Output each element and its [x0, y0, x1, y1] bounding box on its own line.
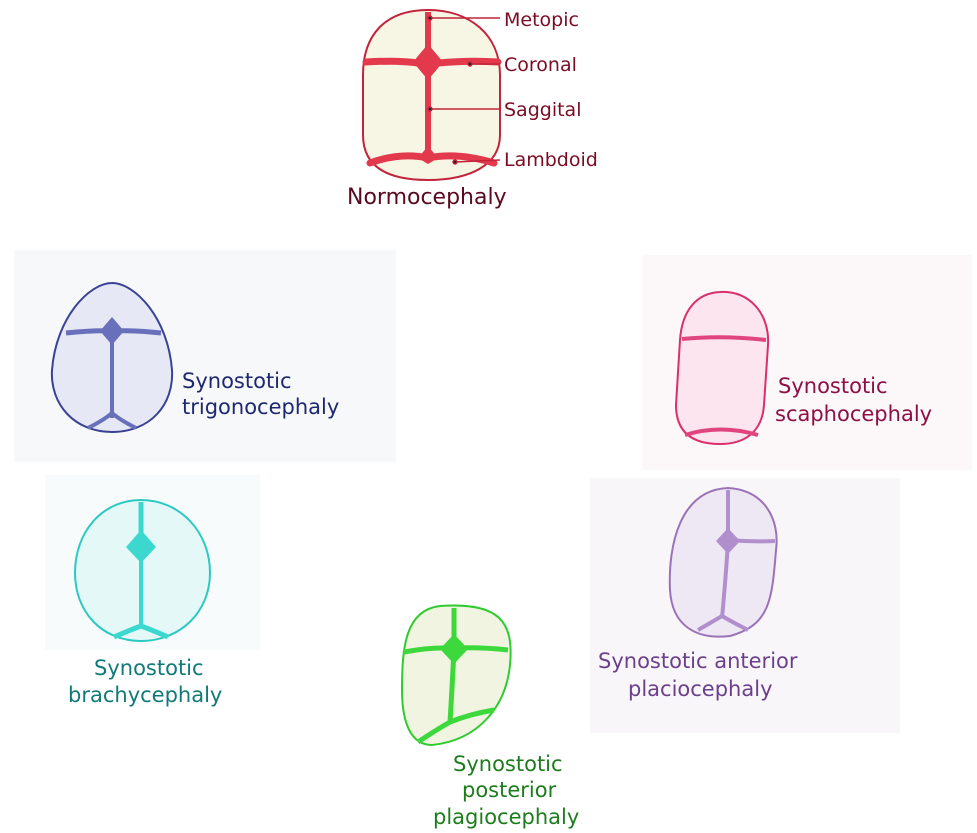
anterior-plagiocephaly-panel: Synostotic anterior placiocephaly	[590, 478, 900, 733]
brachycephaly-label-line2: brachycephaly	[68, 683, 222, 707]
brachycephaly-panel: Synostotic brachycephaly	[45, 475, 260, 707]
anterior-plagiocephaly-label-line1: Synostotic anterior	[598, 649, 798, 673]
brachycephaly-label-line1: Synostotic	[94, 656, 204, 680]
saggital-label: Saggital	[504, 99, 581, 121]
scaphocephaly-label-line1: Synostotic	[778, 374, 888, 398]
trigonocephaly-panel: Synostotic trigonocephaly	[14, 250, 396, 462]
posterior-plagiocephaly-label-line2: posterior	[462, 778, 557, 802]
posterior-plagiocephaly-label-line3: plagiocephaly	[433, 805, 579, 829]
normocephaly-title: Normocephaly	[347, 185, 507, 210]
scaphocephaly-skull-outline	[676, 292, 768, 444]
coronal-label: Coronal	[504, 54, 577, 76]
metopic-label: Metopic	[504, 9, 579, 31]
trigonocephaly-label-line1: Synostotic	[182, 369, 292, 393]
lambdoid-label: Lambdoid	[504, 149, 598, 171]
posterior-plagiocephaly-label-line1: Synostotic	[453, 752, 563, 776]
anterior-plagiocephaly-label-line2: placiocephaly	[628, 677, 773, 701]
trigonocephaly-label-line2: trigonocephaly	[182, 395, 339, 419]
posterior-plagiocephaly-panel: Synostotic posterior plagiocephaly	[402, 605, 579, 829]
normocephaly-panel: Metopic Coronal Saggital Lambdoid Normoc…	[347, 9, 598, 210]
scaphocephaly-panel: Synostotic scaphocephaly	[642, 255, 972, 470]
scaphocephaly-label-line2: scaphocephaly	[775, 402, 932, 426]
